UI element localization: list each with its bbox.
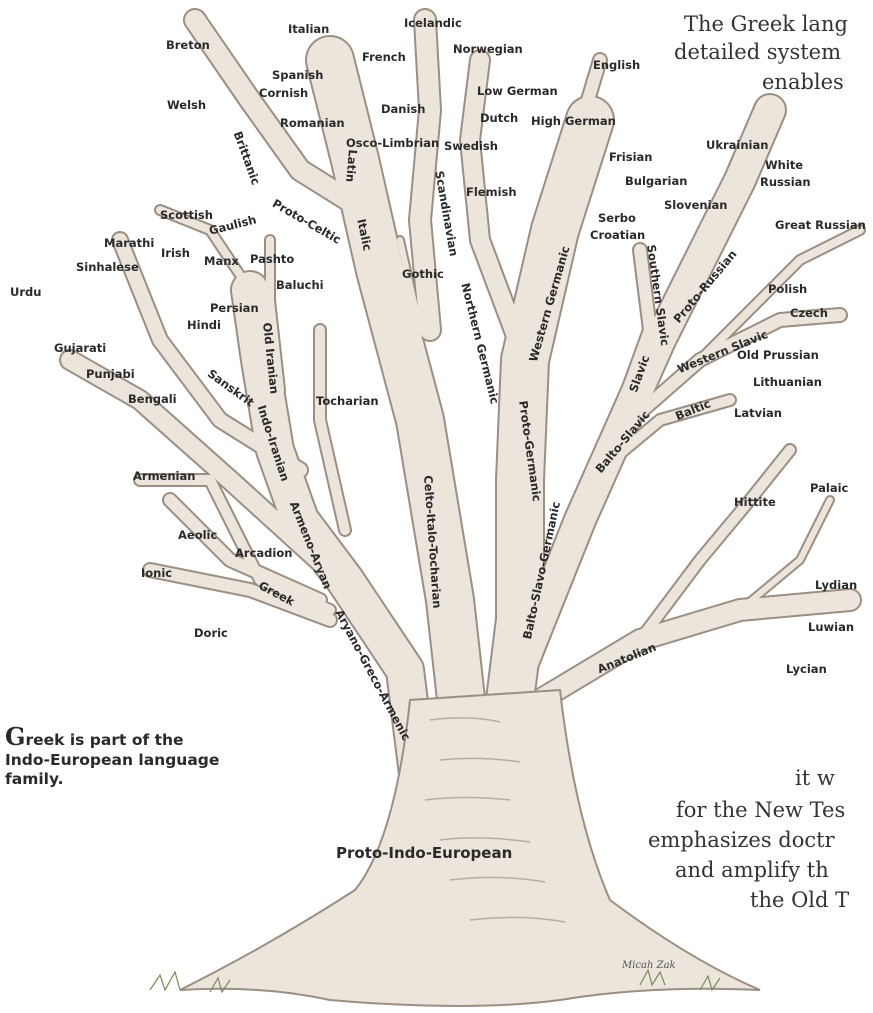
label-armenian: Armenian [133,471,195,483]
body-text-line: it w [795,768,835,789]
label-sinhalese: Sinhalese [76,262,139,274]
label-old-prussian: Old Prussian [737,350,819,362]
label-doric: Doric [194,628,228,640]
label-swedish: Swedish [444,141,498,153]
label-manx: Manx [204,256,239,268]
label-croatian: Croatian [590,230,645,242]
body-text-line: detailed system [674,42,841,63]
body-text-line: enables [762,72,844,93]
label-russian: Russian [760,177,811,189]
label-cornish: Cornish [259,88,308,100]
label-polish: Polish [768,284,807,296]
label-english: English [593,60,640,72]
label-welsh: Welsh [167,100,206,112]
label-osco-limbrian: Osco-Limbrian [346,138,439,150]
label-lithuanian: Lithuanian [753,377,822,389]
label-ukrainian: Ukrainian [706,140,768,152]
tree-branches [70,20,860,790]
body-text-line: for the New Tes [676,800,845,821]
label-breton: Breton [166,40,210,52]
label-gothic: Gothic [402,269,444,281]
label-white: White [765,160,803,172]
label-czech: Czech [790,308,828,320]
label-tocharian: Tocharian [316,396,379,408]
label-pashto: Pashto [250,254,294,266]
label-french: French [362,52,406,64]
label-spanish: Spanish [272,70,323,82]
label-gujarati: Gujarati [54,343,106,355]
label-lydian: Lydian [815,580,857,592]
label-serbo: Serbo [598,213,636,225]
label-persian: Persian [210,303,259,315]
body-text-line: The Greek lang [684,14,848,35]
label-irish: Irish [161,248,190,260]
label-latin: Latin [344,149,358,183]
caption: Greek is part of the Indo-European langu… [5,722,220,789]
label-aeolic: Aeolic [178,530,217,542]
label-luwian: Luwian [808,622,854,634]
label-marathi: Marathi [104,238,154,250]
label-hittite: Hittite [734,497,776,509]
label-great-russian: Great Russian [775,220,866,232]
body-text-line: and amplify th [675,860,829,881]
caption-text: reek is part of the Indo-European langua… [5,731,219,788]
body-text-line: emphasizes doctr [648,830,835,851]
label-low-german: Low German [477,86,558,98]
label-palaic: Palaic [810,483,848,495]
label-high-german: High German [531,116,616,128]
label-lycian: Lycian [786,664,827,676]
label-baluchi: Baluchi [276,280,324,292]
label-ionic: Ionic [141,568,172,580]
label-arcadion: Arcadion [235,548,292,560]
label-bulgarian: Bulgarian [625,176,687,188]
body-text-line: the Old T [750,890,849,911]
label-punjabi: Punjabi [86,369,135,381]
label-bengali: Bengali [128,394,177,406]
label-scottish: Scottish [160,210,213,222]
label-icelandic: Icelandic [404,18,462,30]
artist-signature: Micah Zak [622,960,676,971]
label-italian: Italian [288,24,329,36]
caption-drop-letter: G [5,722,26,751]
label-frisian: Frisian [609,152,652,164]
label-latvian: Latvian [734,408,782,420]
label-dutch: Dutch [480,113,518,125]
label-norwegian: Norwegian [453,44,523,56]
label-urdu: Urdu [10,287,41,299]
label-flemish: Flemish [466,187,517,199]
label-romanian: Romanian [280,118,345,130]
label-danish: Danish [381,104,425,116]
label-hindi: Hindi [187,320,221,332]
label-proto-indo-european: Proto-Indo-European [336,846,512,861]
label-slovenian: Slovenian [664,200,728,212]
